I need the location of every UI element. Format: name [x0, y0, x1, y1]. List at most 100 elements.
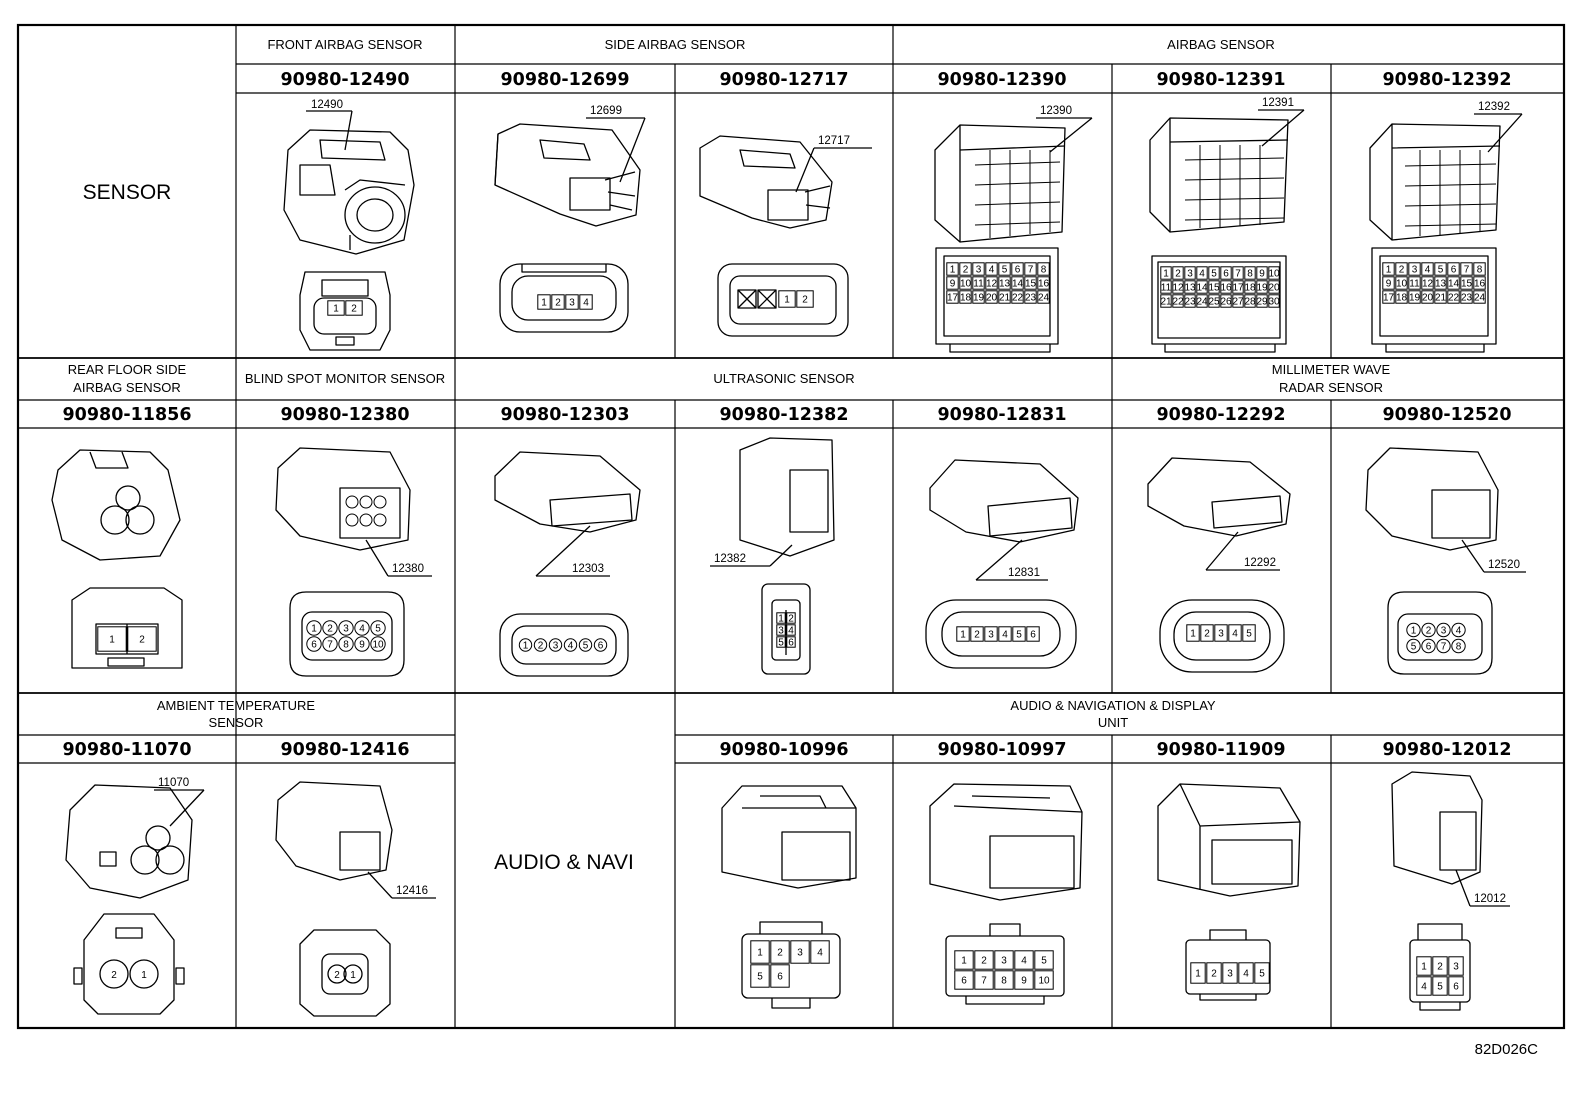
- pin-cavity: 6: [1026, 626, 1040, 642]
- pin-cavity: 17: [946, 290, 959, 304]
- pin-cavity: 14: [1196, 280, 1208, 294]
- part-number: 90980-12391: [1156, 70, 1285, 90]
- connector-12717-front-view: [717, 263, 849, 337]
- svg-text:12699: 12699: [590, 105, 622, 117]
- pin-number: 4: [1456, 626, 1462, 637]
- pin-cavity: 10: [959, 276, 972, 290]
- pin-number: 24: [1038, 293, 1050, 304]
- pin-number: 2: [538, 641, 544, 652]
- pin-cavity: 2: [345, 300, 363, 316]
- pin-cavity: 2: [959, 262, 972, 276]
- callout-11070: 11070: [154, 777, 205, 827]
- pin-number: 17: [947, 293, 959, 304]
- pin-cavity: 21: [1434, 290, 1447, 304]
- pin-cavity: 5: [1434, 262, 1447, 276]
- connector-12390-isometric-illustration: [934, 124, 1066, 243]
- part-number: 90980-12416: [280, 740, 409, 760]
- pin-cavity: 6: [1220, 266, 1232, 280]
- pin-cavity: 3: [994, 950, 1014, 970]
- pin-number: 1: [757, 948, 763, 959]
- pin-cavity: 19: [972, 290, 985, 304]
- pin-number: 2: [1399, 265, 1405, 276]
- pin-cavity: 1: [954, 950, 974, 970]
- pin-cavity: 2: [770, 940, 790, 964]
- pin-cavity: 20: [985, 290, 998, 304]
- pin-number: 6: [1453, 982, 1459, 993]
- pin-number: 11: [1409, 279, 1420, 290]
- pin-cavity: 26: [1220, 294, 1232, 308]
- pin-cavity: 3: [1436, 622, 1451, 638]
- svg-text:12380: 12380: [392, 563, 424, 575]
- pin-cavity: 1: [1160, 266, 1172, 280]
- pin-cavity: 16: [1037, 276, 1050, 290]
- pin-cavity: 5: [998, 262, 1011, 276]
- connector-12520-front-view: [1387, 591, 1493, 675]
- pin-number: 13: [999, 279, 1011, 290]
- connector-12380-isometric-illustration: [275, 447, 411, 551]
- pin-cavity: 16: [1473, 276, 1486, 290]
- pin-number: 5: [375, 624, 381, 635]
- pin-cavity: 28: [1244, 294, 1256, 308]
- connector-10996-isometric-illustration: [721, 785, 857, 889]
- pin-cavity: 1: [956, 626, 970, 642]
- pin-number: 4: [583, 298, 589, 309]
- pin-number: 15: [1208, 283, 1220, 294]
- pin-cavity: 9: [354, 636, 370, 652]
- svg-text:12490: 12490: [311, 99, 343, 111]
- part-number: 90980-12380: [280, 405, 409, 425]
- pin-cavity: 3: [548, 638, 563, 652]
- pin-number: 12: [1422, 279, 1434, 290]
- header-blind-spot-monitor-sensor: BLIND SPOT MONITOR SENSOR: [245, 371, 445, 386]
- pin-cavity: 4: [1416, 976, 1432, 996]
- pin-cavity: 23: [1460, 290, 1473, 304]
- part-number: 90980-12392: [1382, 70, 1511, 90]
- pin-number: 3: [343, 624, 349, 635]
- part-number: 90980-12382: [719, 405, 848, 425]
- connector-12391-front-view: [1151, 255, 1287, 353]
- part-number: 90980-12490: [280, 70, 409, 90]
- pin-number: 2: [788, 614, 794, 625]
- part-number: 90980-12831: [937, 405, 1066, 425]
- pin-number: 5: [757, 972, 763, 983]
- pin-number: 27: [1232, 297, 1244, 308]
- pin-number: 6: [961, 976, 967, 987]
- pin-number: 4: [568, 641, 574, 652]
- pin-cavity: 7: [974, 970, 994, 990]
- pin-number: 4: [1425, 265, 1431, 276]
- connector-11856-isometric-illustration: [51, 449, 181, 561]
- connector-12382-isometric-illustration: [739, 437, 835, 557]
- pin-cavity: 21: [1160, 294, 1172, 308]
- pin-cavity: 14: [1447, 276, 1460, 290]
- pin-number: 5: [1437, 982, 1443, 993]
- connector-11070-isometric-illustration: [65, 784, 193, 899]
- pin-cavity: 2: [796, 290, 814, 308]
- pin-cavity: 8: [1451, 638, 1466, 654]
- pin-number: 14: [1196, 283, 1208, 294]
- pin-cavity: 3: [972, 262, 985, 276]
- pin-number: 5: [1016, 630, 1022, 641]
- pin-number: 1: [523, 641, 529, 652]
- pin-number: 2: [1211, 969, 1217, 980]
- pin-cavity: 1: [750, 940, 770, 964]
- pin-cavity: 10: [1395, 276, 1408, 290]
- pin-cavity: 3: [1184, 266, 1196, 280]
- connector-12490-front-view: [299, 271, 391, 351]
- pin-cavity: 1: [946, 262, 959, 276]
- pin-number: 7: [981, 976, 987, 987]
- connector-12391-isometric-illustration: [1149, 117, 1289, 233]
- pin-number: 2: [111, 970, 117, 981]
- pin-number: 5: [1438, 265, 1444, 276]
- pin-cavity: 30: [1268, 294, 1280, 308]
- callout-12717: 12717: [795, 135, 872, 193]
- callout-12012: 12012: [1455, 869, 1510, 907]
- connector-12520-isometric-illustration: [1365, 447, 1499, 551]
- pin-number: 6: [1426, 642, 1432, 653]
- header-audio-navigation-display-line1: AUDIO & NAVIGATION & DISPLAY: [1010, 698, 1215, 713]
- connector-12380-front-view: [289, 591, 405, 677]
- pin-number: 2: [802, 295, 808, 306]
- pin-cavity: 10: [1034, 970, 1054, 990]
- pin-cavity: 4: [1228, 624, 1242, 642]
- pin-cavity: 6: [954, 970, 974, 990]
- svg-text:12717: 12717: [818, 135, 850, 147]
- connector-12390-front-view: [935, 247, 1059, 353]
